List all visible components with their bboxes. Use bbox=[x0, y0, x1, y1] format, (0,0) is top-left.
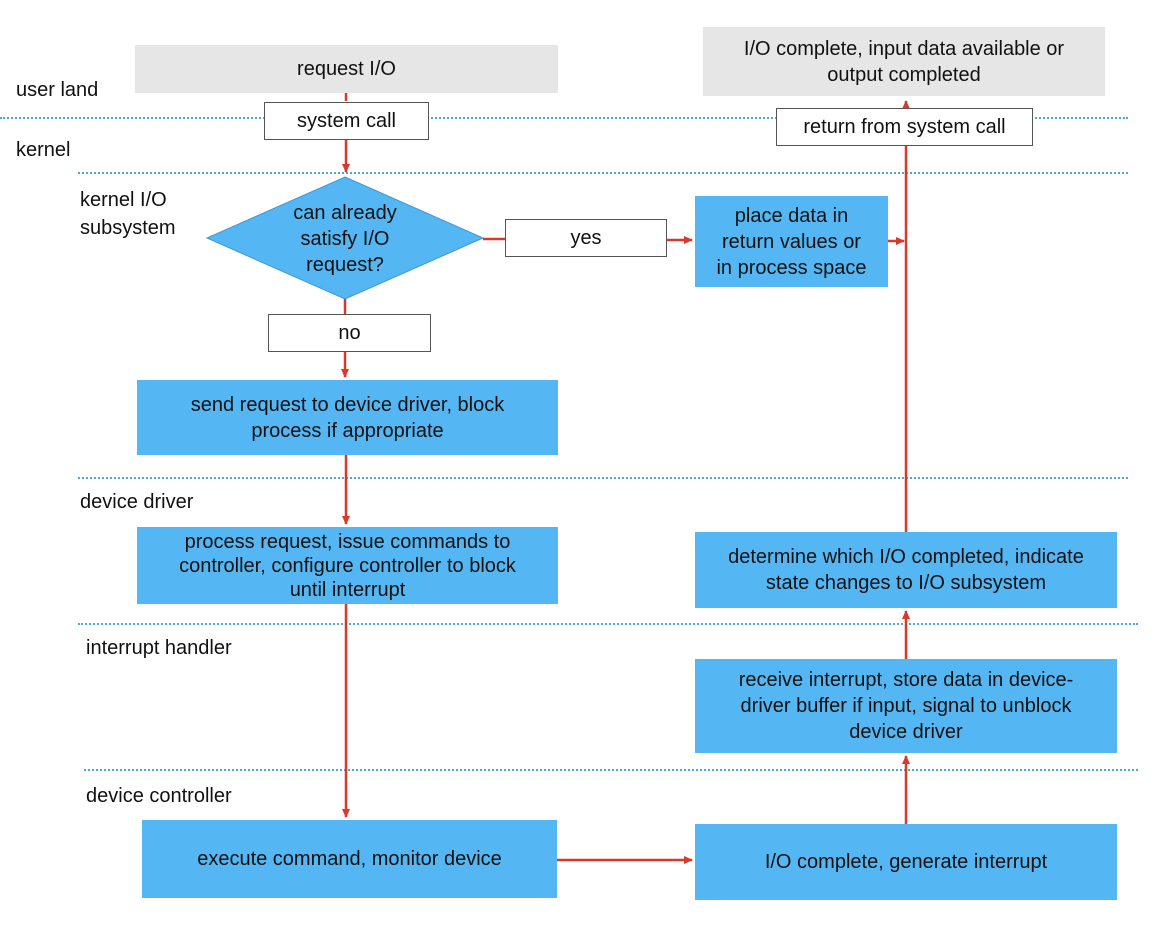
receive-interrupt-line-3: device driver bbox=[849, 721, 963, 743]
receive-interrupt-line-1: receive interrupt, store data in device- bbox=[738, 669, 1074, 691]
io-complete-output-box: I/O complete, input data available or ou… bbox=[703, 27, 1105, 96]
receive-interrupt-line-2: driver buffer if input, signal to unbloc… bbox=[740, 695, 1072, 717]
divider-user-kernel bbox=[0, 117, 1128, 119]
layer-label-device-controller: device controller bbox=[86, 785, 232, 807]
receive-interrupt-box: receive interrupt, store data in device-… bbox=[695, 659, 1117, 753]
place-data-line-1: place data in bbox=[734, 204, 849, 227]
divider-device-driver bbox=[78, 477, 1128, 479]
send-request-line-1: send request to device driver, block bbox=[190, 393, 505, 416]
divider-device-controller bbox=[84, 769, 1138, 771]
io-complete-line-2: output completed bbox=[827, 63, 981, 86]
io-complete-line-1: I/O complete, input data available or bbox=[743, 37, 1065, 60]
send-request-line-2: process if appropriate bbox=[251, 419, 444, 442]
divider-interrupt-handler bbox=[78, 623, 1138, 625]
divider-kernel-io bbox=[78, 172, 1128, 174]
yes-label-box: yes bbox=[505, 219, 667, 257]
return-system-call-box: return from system call bbox=[776, 108, 1033, 146]
determine-line-1: determine which I/O completed, indicate bbox=[728, 546, 1084, 568]
process-request-line-2: controller, configure controller to bloc… bbox=[179, 554, 516, 577]
layer-label-interrupt-handler: interrupt handler bbox=[86, 637, 232, 659]
system-call-box: system call bbox=[264, 102, 429, 140]
layer-label-kernel-io-1: kernel I/O bbox=[80, 189, 167, 211]
execute-command-box: execute command, monitor device bbox=[142, 820, 557, 898]
process-request-line-3: until interrupt bbox=[289, 578, 406, 601]
io-complete-interrupt-box: I/O complete, generate interrupt bbox=[695, 824, 1117, 900]
place-data-box: place data in return values or in proces… bbox=[695, 196, 888, 287]
layer-label-kernel: kernel bbox=[16, 139, 71, 161]
layer-label-device-driver: device driver bbox=[80, 491, 194, 513]
layer-label-kernel-io-2: subsystem bbox=[80, 217, 176, 239]
decision-line-1: can already bbox=[293, 202, 397, 224]
decision-line-2: satisfy I/O bbox=[300, 228, 390, 250]
place-data-line-2: return values or bbox=[722, 230, 861, 253]
place-data-line-3: in process space bbox=[716, 256, 867, 279]
process-request-box: process request, issue commands to contr… bbox=[137, 527, 558, 604]
send-request-box: send request to device driver, block pro… bbox=[137, 380, 558, 455]
process-request-line-1: process request, issue commands to bbox=[184, 530, 511, 553]
determine-io-box: determine which I/O completed, indicate … bbox=[695, 532, 1117, 608]
layer-label-user-land: user land bbox=[16, 79, 99, 101]
decision-line-3: request? bbox=[306, 254, 384, 276]
request-io-box: request I/O bbox=[135, 45, 558, 93]
no-label-box: no bbox=[268, 314, 431, 352]
decision-text: can already satisfy I/O request? bbox=[260, 200, 430, 278]
determine-line-2: state changes to I/O subsystem bbox=[765, 572, 1047, 594]
